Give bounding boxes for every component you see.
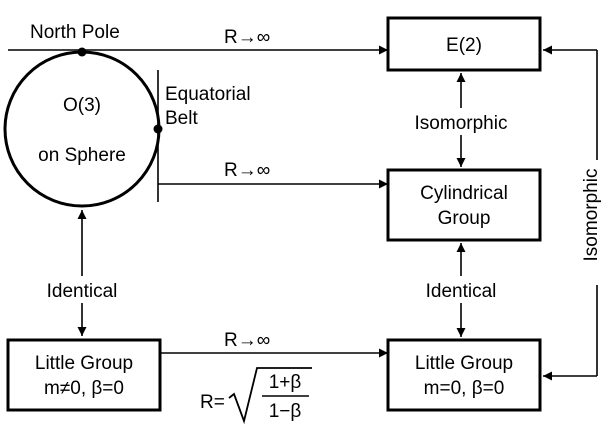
isomorphic-center-label: Isomorphic [415, 113, 508, 134]
cylindrical-label: Cylindrical [420, 183, 508, 204]
little-group-massless-params: m=0, β=0 [424, 378, 505, 399]
little-group-massless-box [386, 338, 542, 412]
cylindrical-group-label: Group [438, 208, 491, 229]
limit-label-bottom: R→∞ [224, 330, 270, 351]
equatorial-label: Equatorial [165, 84, 251, 105]
sphere-circle [3, 50, 161, 208]
e2-label: E(2) [446, 35, 482, 56]
square-root-sign [228, 367, 312, 425]
o3-label: O(3) [63, 95, 101, 116]
north-pole-label: North Pole [30, 22, 120, 43]
identical-left-label: Identical [47, 281, 118, 302]
identical-right-label: Identical [426, 281, 497, 302]
limit-label-middle: R→∞ [224, 160, 270, 181]
little-group-massive-box [6, 338, 162, 412]
little-group-massive-params: m≠0, β=0 [44, 378, 124, 399]
isomorphic-right-label: Isomorphic [581, 169, 602, 262]
cylindrical-group-box [386, 168, 542, 242]
little-group-massive-label: Little Group [35, 353, 133, 374]
formula-r-label: R= [200, 392, 225, 413]
north-pole-point [77, 47, 87, 57]
limit-label-top: R→∞ [224, 27, 270, 48]
belt-label: Belt [165, 108, 198, 129]
formula-denominator: 1−β [269, 401, 302, 422]
formula-numerator: 1+β [269, 372, 302, 393]
little-group-massless-label: Little Group [415, 353, 513, 374]
e2-box [386, 16, 542, 72]
on-sphere-label: on Sphere [38, 145, 126, 166]
